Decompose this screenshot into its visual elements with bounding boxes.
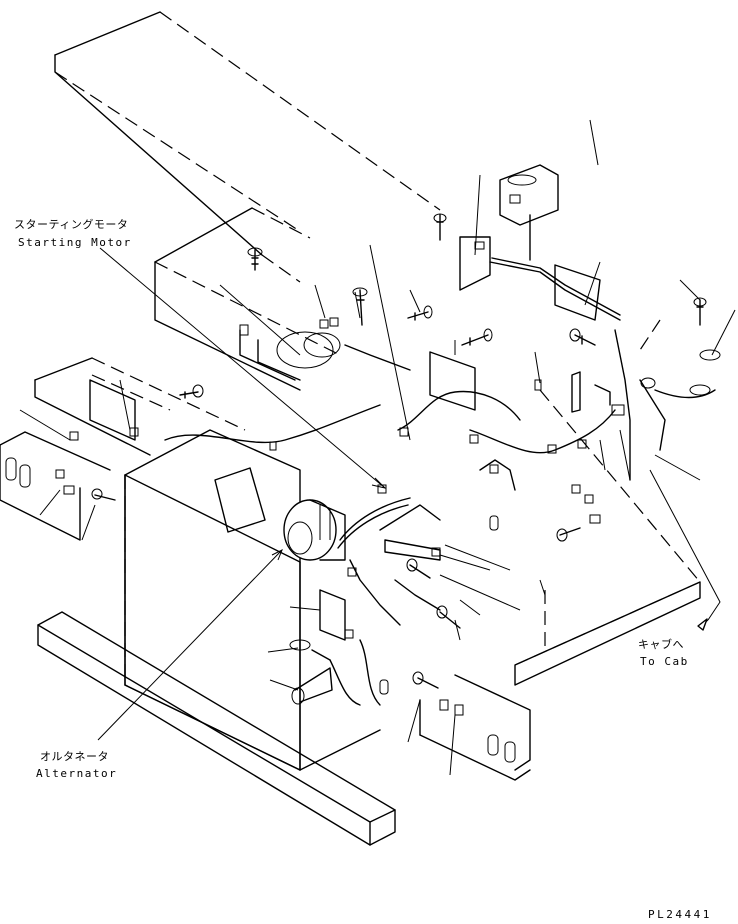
brackets (89, 236, 611, 641)
bolt-icon (91, 488, 116, 501)
radiator-box (124, 429, 381, 771)
alternator-label: オルタネータ Alternator (36, 750, 117, 780)
left-housing (0, 357, 246, 541)
bolt-icon (247, 247, 263, 271)
starting-motor (239, 324, 411, 381)
bolt-icon (406, 558, 431, 579)
to-cab-label-ja: キャブへ (638, 637, 684, 651)
lower-crossbar (37, 611, 396, 846)
engine-deck-outline (154, 207, 701, 686)
starting-motor-label: スターティングモータ Starting Motor (14, 217, 132, 249)
battery-box (419, 674, 531, 781)
reservoir-tank (499, 164, 559, 261)
horn (289, 639, 333, 705)
bolt-icon (569, 328, 596, 346)
bolt-icon (433, 213, 447, 241)
bolt-icon (352, 287, 368, 326)
clips (55, 241, 721, 716)
alternator-label-en: Alternator (36, 767, 117, 780)
bolt-icon (407, 305, 433, 321)
bolt-icon (461, 328, 493, 346)
bolt-icon (179, 384, 204, 399)
bolt-icon (556, 527, 581, 542)
leader-lines (19, 119, 736, 776)
label-pointers (97, 247, 721, 741)
to-cab-label: キャブへ To Cab (638, 637, 689, 668)
to-cab-label-en: To Cab (640, 655, 689, 668)
alternator-label-ja: オルタネータ (40, 750, 109, 763)
bolt-icon (412, 671, 439, 689)
harness-main-run (164, 257, 716, 706)
bolt-icon (693, 297, 707, 326)
upper-frame-outline (54, 11, 441, 283)
alternator (283, 499, 346, 561)
starting-motor-label-en: Starting Motor (18, 236, 132, 249)
starting-motor-label-ja: スターティングモータ (14, 217, 128, 231)
drawing-code: PL24441 (648, 908, 712, 921)
bolts (91, 213, 707, 689)
